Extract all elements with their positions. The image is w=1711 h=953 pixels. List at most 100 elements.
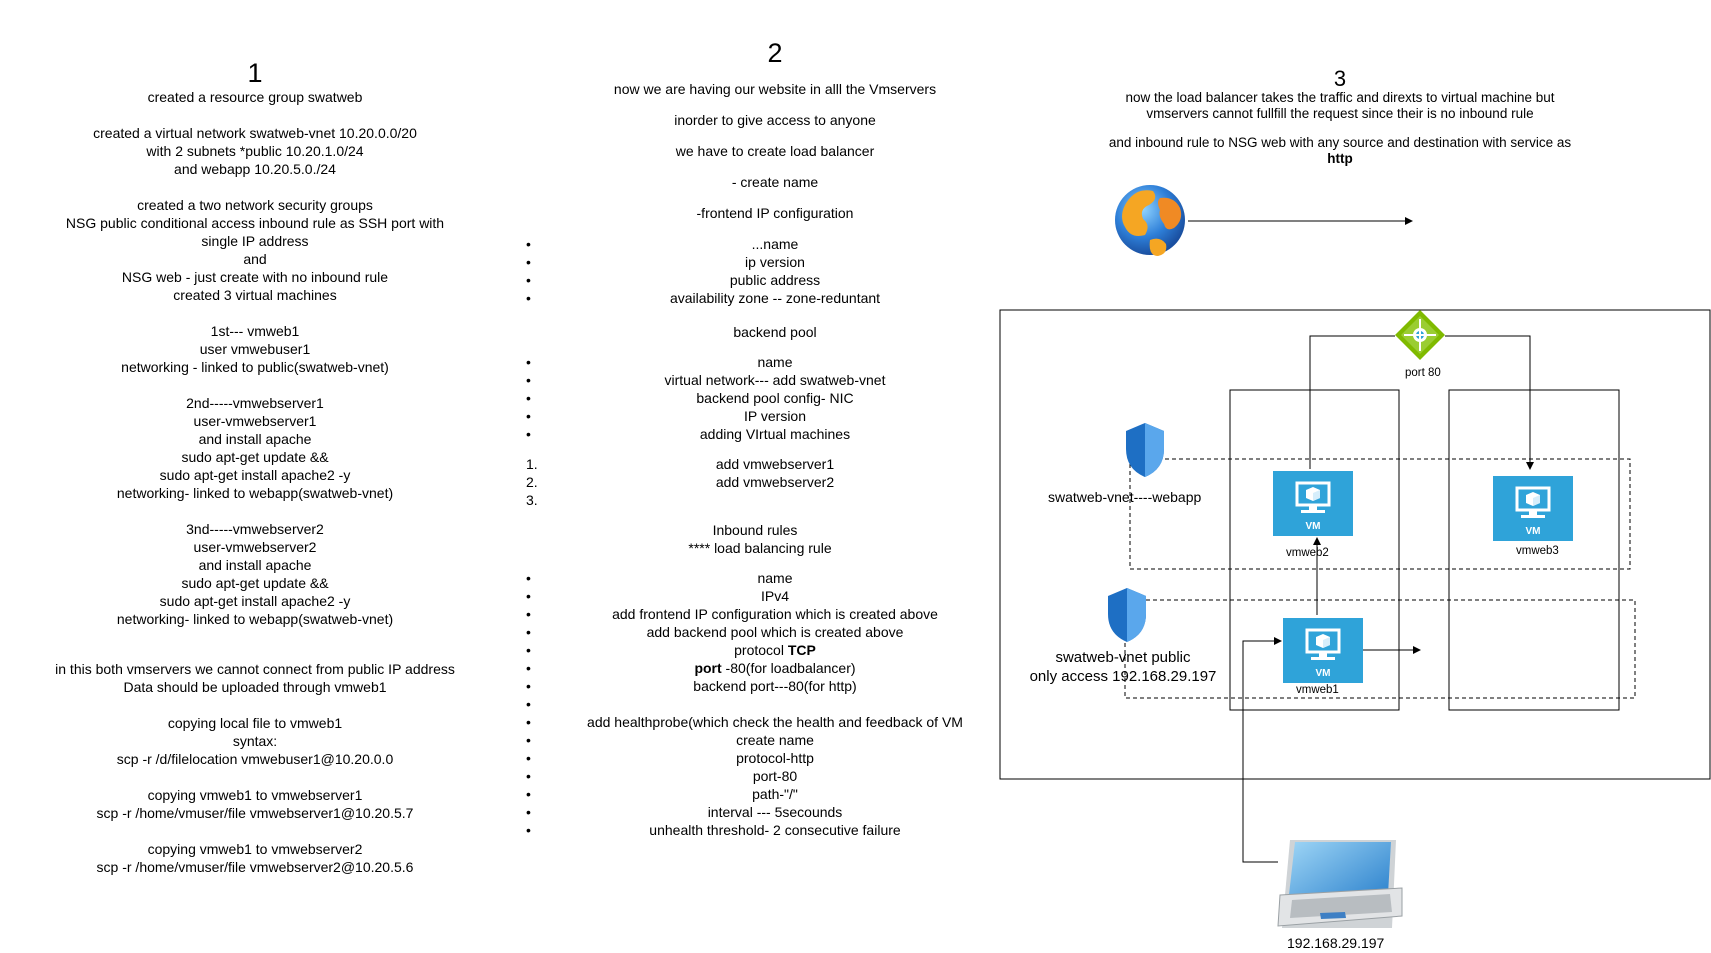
list-item: •adding VIrtual machines <box>510 425 1040 443</box>
rule-list: •name•IPv4•add frontend IP configuration… <box>510 569 1040 839</box>
bullet-icon: • <box>526 354 531 370</box>
vm-icon: VM <box>1283 618 1363 683</box>
nsg-public-label: swatweb-vnet public only access 192.168.… <box>1029 649 1217 685</box>
bullet-icon: • <box>526 570 531 586</box>
text-line: scp -r /home/vmuser/file vmwebserver1@10… <box>96 805 414 821</box>
bullet-icon: • <box>526 390 531 406</box>
bullet-icon: • <box>526 236 531 252</box>
text-line: scp -r /home/vmuser/file vmwebserver2@10… <box>96 859 414 875</box>
list-item-text: availability zone -- zone-reduntant <box>669 290 881 306</box>
bullet-icon: • <box>526 272 531 288</box>
section-number-2: 2 <box>767 38 783 68</box>
bullet-icon: • <box>526 372 531 388</box>
bullet-icon: 2. <box>526 474 538 490</box>
list-item: •backend pool config- NIC <box>510 389 1040 407</box>
intro-line: we have to create load balancer <box>675 143 875 159</box>
bullet-icon: • <box>526 408 531 424</box>
text-line: and <box>243 251 267 267</box>
list-item: 3. <box>510 491 1040 509</box>
webapp-subnet <box>1129 458 1631 570</box>
text-line: 1st--- vmweb1 <box>210 323 300 339</box>
svg-text:VM: VM <box>1306 521 1321 532</box>
text-line: created 3 virtual machines <box>173 287 337 303</box>
text-line: with 2 subnets *public 10.20.1.0/24 <box>146 143 364 159</box>
internet-globe-icon <box>1115 185 1185 256</box>
list-item-text: backend port---80(for http) <box>693 678 857 694</box>
text-line: copying local file to vmweb1 <box>167 715 343 731</box>
list-item-text: protocol-http <box>736 750 814 766</box>
list-item: •interval --- 5secounds <box>510 803 1040 821</box>
list-item: • add frontend IP configuration which is … <box>510 605 1040 623</box>
lb-to-vmweb3-connector <box>1445 335 1534 470</box>
nsg-webapp-label: swatweb-vnet----webapp <box>1048 489 1202 505</box>
text-block: 1st--- vmweb1 user vmwebuser1 networking -… <box>0 322 510 376</box>
column-2: 2 now we are having our website in alll … <box>510 38 1040 839</box>
bullet-icon: • <box>526 606 531 622</box>
text-block: in this both vmservers we cannot connect… <box>0 660 510 696</box>
backend-pool-title: backend pool <box>733 324 817 340</box>
inbound-rules-title: Inbound rules <box>712 522 798 538</box>
list-item-text: name <box>757 354 793 370</box>
text-line: 3nd-----vmwebserver2 <box>186 521 324 537</box>
list-item: • name <box>510 353 1040 371</box>
laptop-icon <box>1277 840 1403 928</box>
text-line: in this both vmservers we cannot connect… <box>55 661 455 677</box>
text-line: sudo apt-get update && <box>181 575 329 591</box>
list-item-text: add frontend IP configuration which is c… <box>612 606 938 622</box>
list-item: •backend port---80(for http) <box>510 677 1040 695</box>
availability-box-2 <box>1448 389 1620 711</box>
availability-box-1 <box>1229 389 1400 711</box>
list-item: • add backend pool which is created above <box>510 623 1040 641</box>
bullet-icon: • <box>526 786 531 802</box>
resource-group-box <box>999 309 1711 780</box>
list-item: •protocol TCP <box>510 641 1040 659</box>
svg-text:VM: VM <box>1526 526 1541 537</box>
list-item: •IP version <box>510 407 1040 425</box>
list-item: • name <box>510 569 1040 587</box>
col3-line-1: now the load balancer takes the traffic … <box>1125 90 1555 105</box>
text-line: and install apache <box>198 557 312 573</box>
lb-to-vmweb2-connector <box>1309 335 1395 469</box>
list-item: 2.add vmwebserver2 <box>510 473 1040 491</box>
list-item-text: name <box>757 570 793 586</box>
bullet-icon: 1. <box>526 456 538 472</box>
text-line: Data should be uploaded through vmweb1 <box>123 679 387 695</box>
load-balancer-icon <box>1395 310 1445 360</box>
text-line: scp -r /d/filelocation vmwebuser1@10.20.… <box>116 751 394 767</box>
lb-rule-title: **** load balancing rule <box>688 540 832 556</box>
bullet-icon: • <box>526 822 531 838</box>
bullet-icon: • <box>526 714 531 730</box>
bullet-icon: • <box>526 624 531 640</box>
text-line: sudo apt-get install apache2 -y <box>159 467 351 483</box>
col3-rule-line: and inbound rule to NSG web with any sou… <box>1108 135 1572 150</box>
bullet-icon: 3. <box>526 492 538 508</box>
list-item: •protocol-http <box>510 749 1040 767</box>
bullet-icon: • <box>526 768 531 784</box>
list-item: •ip version <box>510 253 1040 271</box>
text-line: created a resource group swatweb <box>147 89 363 105</box>
text-line: networking- linked to webapp(swatweb-vne… <box>116 611 394 627</box>
list-item: •public address <box>510 271 1040 289</box>
text-line: networking - linked to public(swatweb-vn… <box>121 359 389 375</box>
text-line: created a virtual network swatweb-vnet 1… <box>93 125 417 141</box>
list-item: •port -80(for loadbalancer) <box>510 659 1040 677</box>
intro-line: now we are having our website in alll th… <box>613 81 937 97</box>
list-item-text: port-80 <box>752 768 798 784</box>
list-item-text: add backend pool which is created above <box>646 624 904 640</box>
vm-icon: VM <box>1493 476 1573 541</box>
bullet-icon: • <box>526 660 531 676</box>
svg-text:VM: VM <box>1316 668 1331 679</box>
text-block: 3nd-----vmwebserver2 user-vmwebserver2 and… <box>0 520 510 628</box>
nsg-webapp-shield-icon <box>1126 423 1164 477</box>
column-3: 3 now the load balancer takes the traffi… <box>1060 68 1620 167</box>
public-subnet <box>1124 599 1636 699</box>
text-line: user vmwebuser1 <box>199 341 311 357</box>
text-line: user-vmwebserver2 <box>193 539 317 555</box>
list-item-text: unhealth threshold- 2 consecutive failur… <box>649 822 901 838</box>
text-line: 2nd-----vmwebserver1 <box>186 395 324 411</box>
vm-icon: VM <box>1273 471 1353 536</box>
